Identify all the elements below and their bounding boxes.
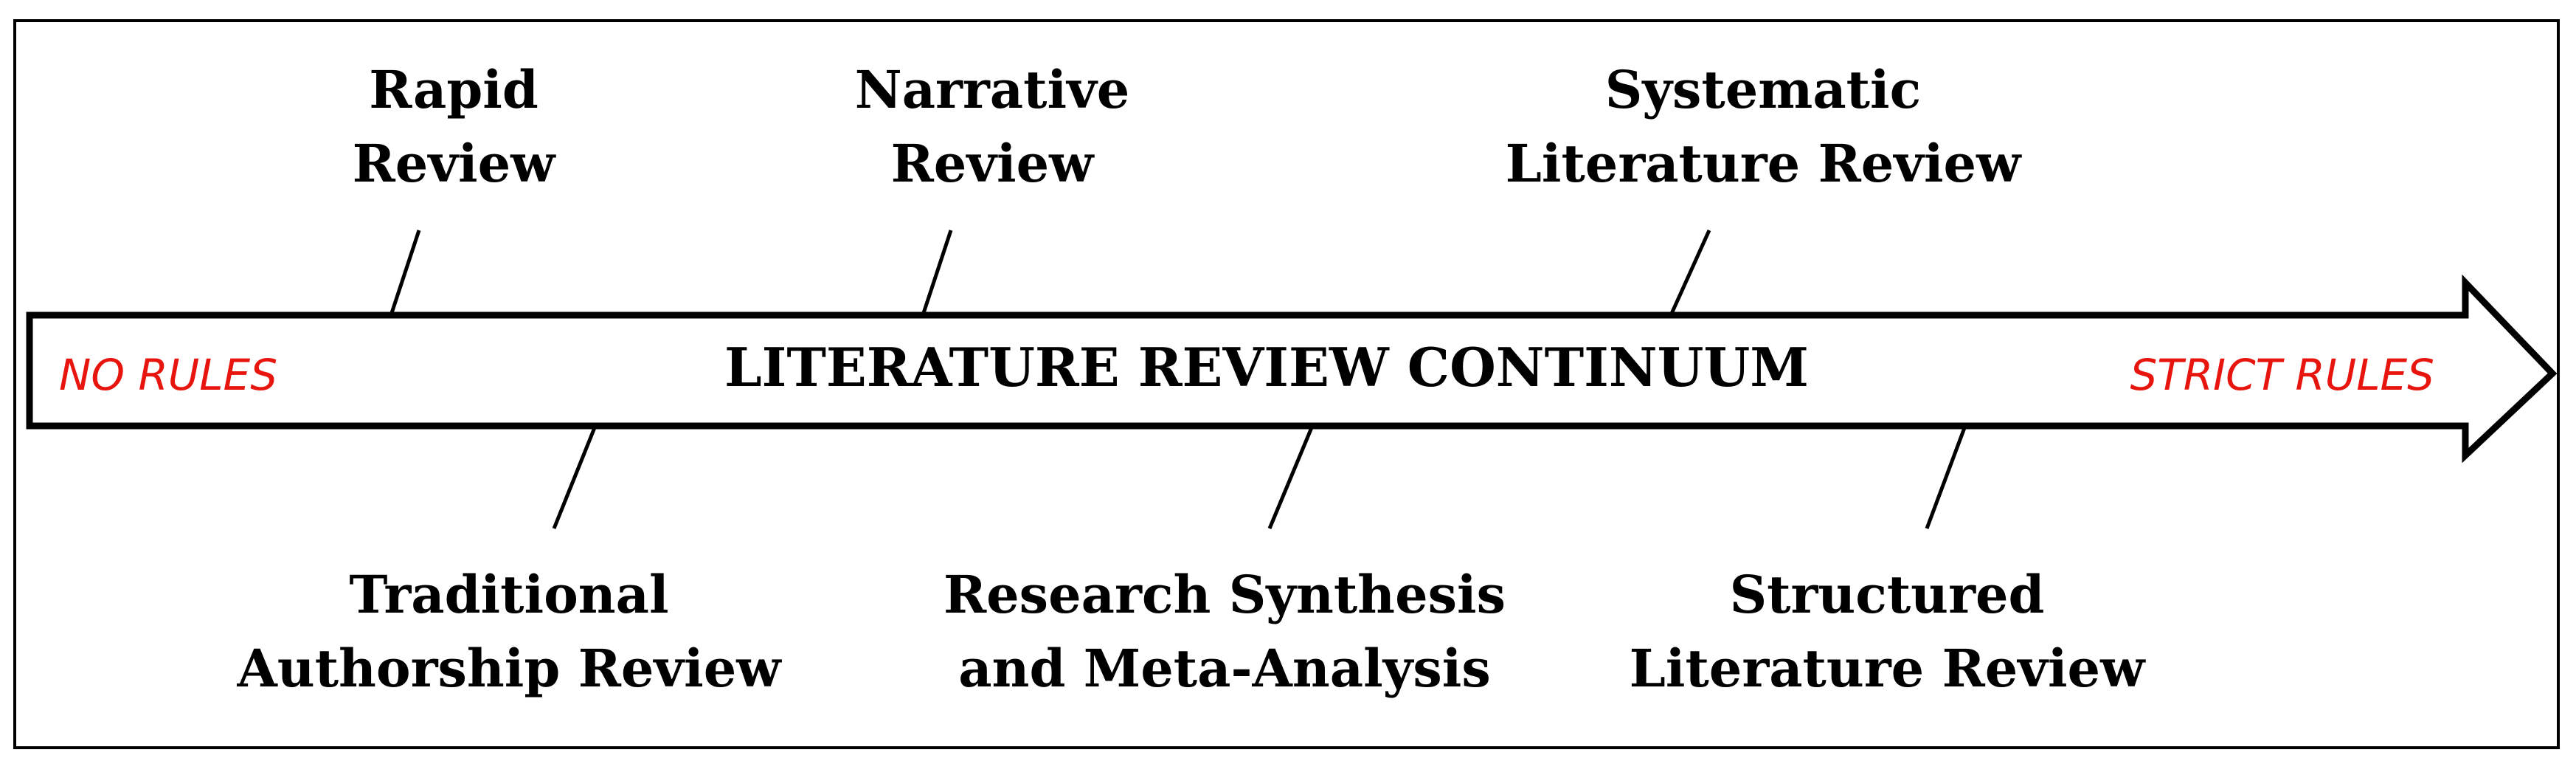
label-traditional-authorship-review: Traditional Authorship Review: [237, 564, 783, 699]
label-research-synthesis-meta-analysis: Research Synthesis and Meta-Analysis: [944, 564, 1506, 699]
rapid-review-line1: Rapid: [369, 59, 539, 120]
leader-line-research-synthesis: [1267, 425, 1315, 529]
leader-line-systematic-literature-review: [1669, 229, 1711, 317]
rapid-review-line2: Review: [353, 133, 557, 194]
leader-line-narrative-review: [921, 230, 953, 316]
label-structured-literature-review: Structured Literature Review: [1630, 564, 2146, 699]
leader-line-rapid-review: [389, 230, 421, 316]
strict-rules-label: STRICT RULES: [2130, 350, 2434, 400]
no-rules-label: NO RULES: [59, 350, 277, 400]
label-rapid-review: Rapid Review: [353, 59, 557, 194]
leader-line-traditional-authorship-review: [552, 425, 598, 529]
structured-review-line2: Literature Review: [1630, 638, 2146, 699]
label-systematic-literature-review: Systematic Literature Review: [1506, 59, 2022, 194]
traditional-review-line2: Authorship Review: [237, 638, 783, 699]
continuum-arrow: [26, 274, 2558, 464]
continuum-title: LITERATURE REVIEW CONTINUUM: [724, 336, 1809, 399]
label-narrative-review: Narrative Review: [855, 59, 1130, 194]
structured-review-line1: Structured: [1730, 564, 2045, 625]
narrative-review-line2: Review: [891, 133, 1095, 194]
systematic-review-line2: Literature Review: [1506, 133, 2022, 194]
traditional-review-line1: Traditional: [349, 564, 668, 625]
research-synthesis-line2: and Meta-Analysis: [958, 638, 1491, 699]
leader-line-structured-literature-review: [1925, 425, 1967, 529]
systematic-review-line1: Systematic: [1605, 59, 1921, 120]
research-synthesis-line1: Research Synthesis: [944, 564, 1506, 625]
narrative-review-line1: Narrative: [855, 59, 1130, 120]
